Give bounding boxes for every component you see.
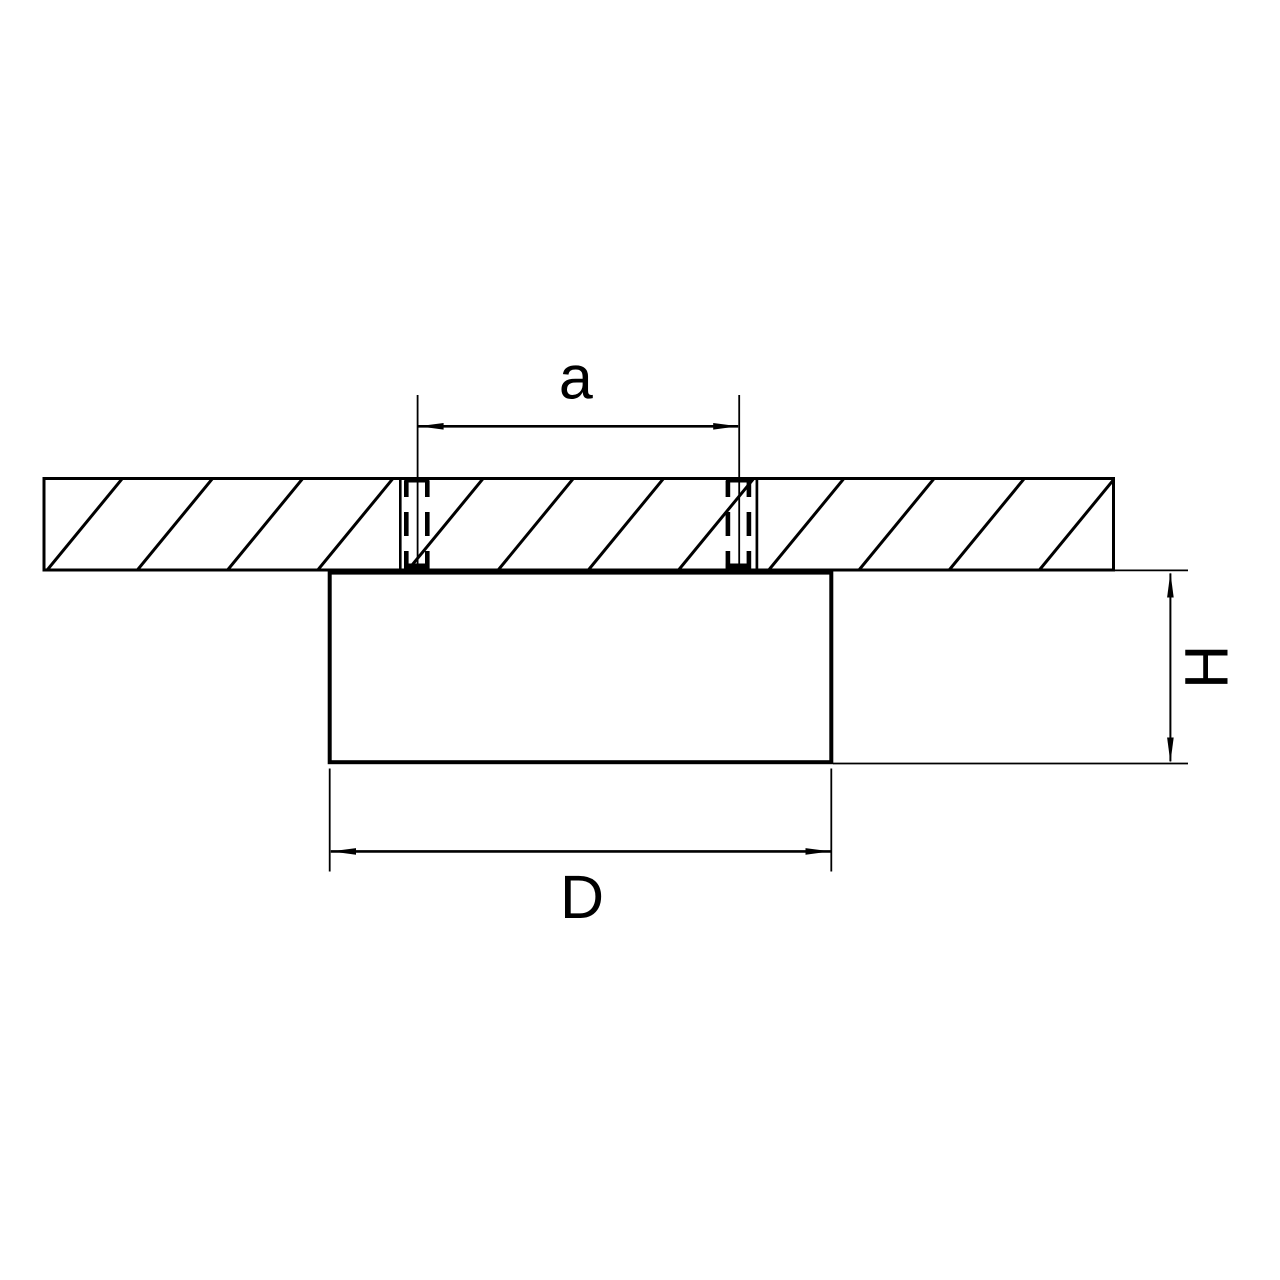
svg-text:H: H — [1172, 645, 1240, 689]
svg-text:a: a — [559, 344, 593, 412]
svg-text:D: D — [560, 863, 604, 931]
